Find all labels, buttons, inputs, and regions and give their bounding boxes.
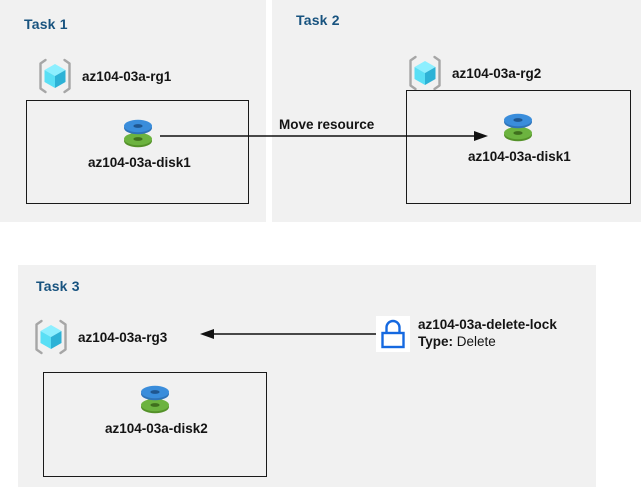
task-3-title: Task 3 (36, 278, 80, 294)
move-resource-arrow (160, 131, 488, 141)
disk-item-task-1: az104-03a-disk1 (88, 112, 191, 170)
resource-group-item-rg1: az104-03a-rg1 (36, 57, 171, 95)
move-resource-label: Move resource (279, 117, 375, 132)
disk-label-task-1: az104-03a-disk1 (88, 155, 191, 170)
resource-group-cube-icon (39, 58, 71, 94)
delete-lock-text: az104-03a-delete-lock Type: Delete (418, 316, 557, 351)
delete-lock-type: Type: Delete (418, 333, 557, 350)
resource-group-item-rg2: az104-03a-rg2 (406, 54, 541, 92)
resource-group-label-rg1: az104-03a-rg1 (82, 68, 172, 84)
disk-item-task-3: az104-03a-disk2 (105, 378, 208, 436)
delete-lock-name: az104-03a-delete-lock (418, 317, 557, 332)
disk-item-task-2: az104-03a-disk1 (468, 106, 571, 164)
delete-lock-item: az104-03a-delete-lock Type: Delete (376, 316, 557, 352)
disk-label-task-3: az104-03a-disk2 (105, 421, 208, 436)
managed-disk-icon (124, 119, 152, 148)
panel-task-2 (272, 0, 641, 222)
resource-box-task-2 (406, 90, 631, 204)
task-2-title: Task 2 (296, 12, 340, 28)
delete-lock-type-value: Delete (456, 334, 496, 350)
resource-box-task-3 (43, 372, 267, 477)
resource-box-task-1 (26, 100, 249, 204)
resource-group-label-rg2: az104-03a-rg2 (452, 65, 542, 81)
padlock-icon (376, 316, 410, 352)
task-1-title: Task 1 (24, 16, 68, 32)
delete-lock-arrow (200, 329, 390, 339)
disk-label-task-2: az104-03a-disk1 (468, 149, 571, 164)
resource-group-item-rg3: az104-03a-rg3 (32, 318, 167, 356)
resource-group-cube-icon (409, 55, 441, 91)
managed-disk-icon (141, 385, 169, 414)
panel-task-3 (18, 265, 596, 487)
panel-task-1 (0, 0, 266, 222)
resource-group-cube-icon (35, 319, 67, 355)
delete-lock-type-label: Type: (418, 334, 454, 350)
resource-group-label-rg3: az104-03a-rg3 (78, 329, 168, 345)
managed-disk-icon (504, 113, 532, 142)
